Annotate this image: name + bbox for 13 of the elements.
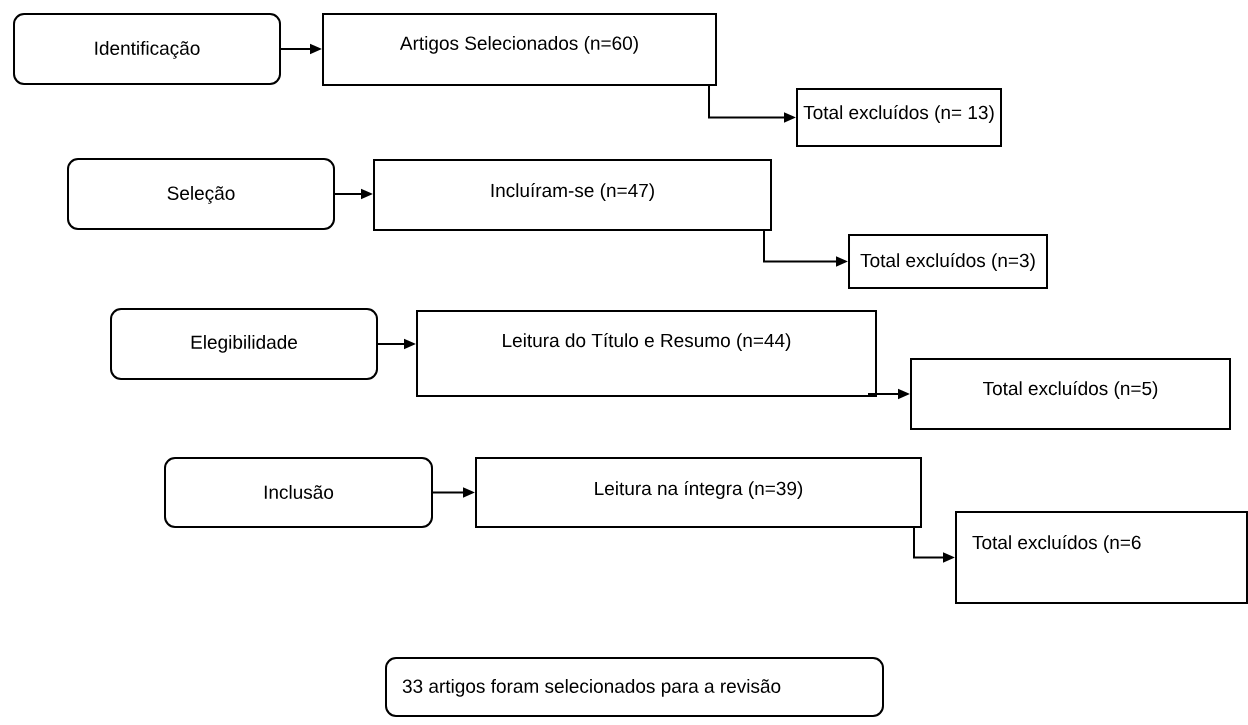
stage-box: Inclusão [164,457,433,528]
process-box: Artigos Selecionados (n=60) [322,13,717,86]
exclusion-box: Total excluídos (n= 13) [796,88,1002,147]
exclusion-box: Total excluídos (n=3) [848,234,1048,289]
process-box: Leitura na íntegra (n=39) [475,457,922,528]
stage-box: Identificação [13,13,281,85]
stage-box: Elegibilidade [110,308,378,380]
stage-box: Seleção [67,158,335,230]
process-box: Leitura do Título e Resumo (n=44) [416,310,877,397]
process-box: Incluíram-se (n=47) [373,159,772,231]
exclusion-box: Total excluídos (n=5) [910,358,1231,430]
result-box: 33 artigos foram selecionados para a revisão [385,657,884,717]
exclusion-box: Total excluídos (n=6 [955,511,1248,604]
